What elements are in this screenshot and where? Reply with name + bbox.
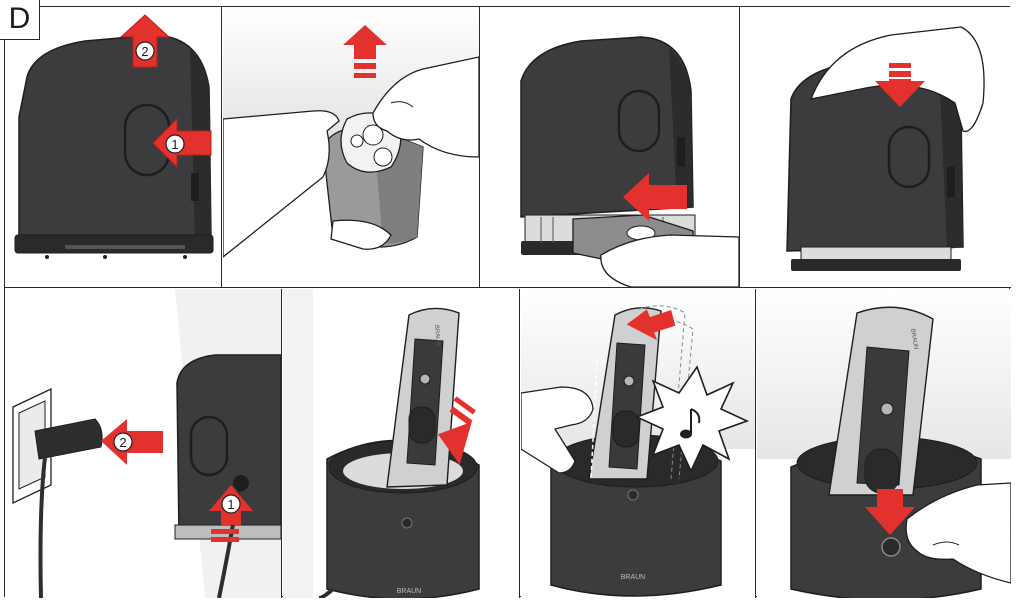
section-label: D (0, 0, 40, 40)
step-badge-2: 2 (119, 435, 126, 450)
panel-6-insert-shaver: BRAUN BRAUN (283, 289, 519, 598)
panel-4-close-station (741, 7, 1011, 287)
brand-logo: BRAUN (397, 588, 422, 595)
panel-2-remove-seal (223, 7, 479, 287)
panel-1-open-station: 2 1 (5, 7, 221, 287)
panel-8-start-cleaning: BRAUN (757, 289, 1011, 598)
step-badge-1: 1 (171, 137, 178, 152)
panel-5-connect-power: 2 1 (5, 289, 281, 598)
panel-grid-frame: 2 1 (4, 6, 1010, 597)
panel-3-insert-cartridge (481, 7, 739, 287)
step-badge-2: 2 (141, 44, 148, 59)
brand-logo: BRAUN (621, 574, 646, 581)
step-badge-1: 1 (227, 497, 234, 512)
panel-7-shaver-locks: BRAUN (521, 289, 755, 598)
station-base (791, 247, 961, 271)
